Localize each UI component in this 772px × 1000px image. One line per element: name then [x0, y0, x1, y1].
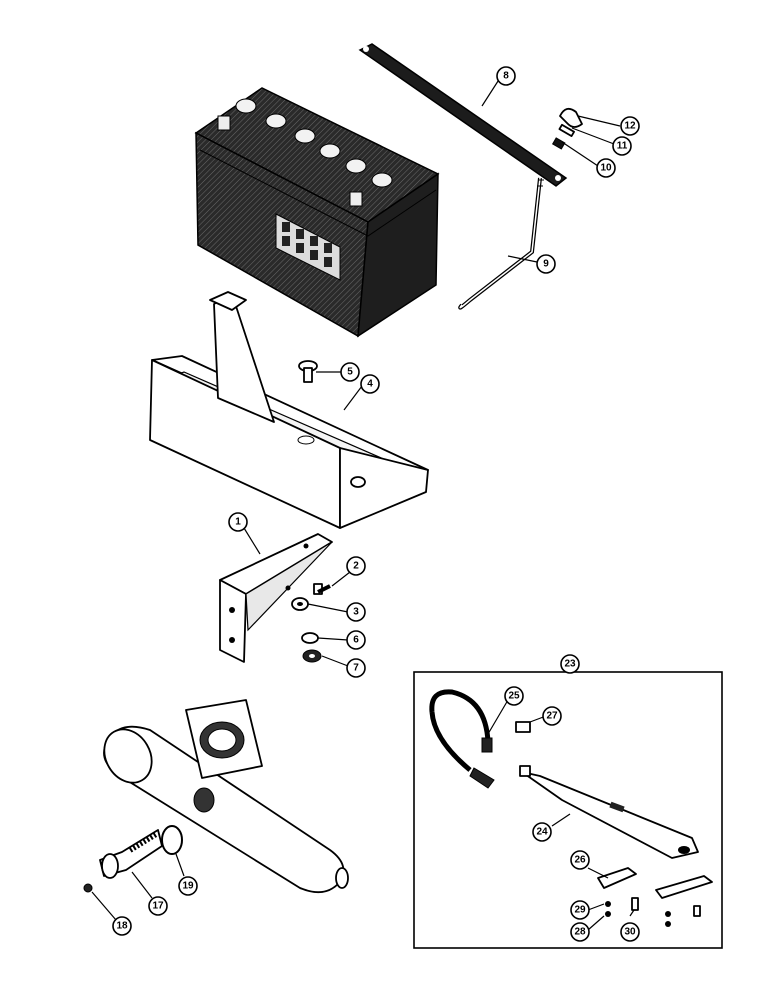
callout-30: 30	[620, 922, 640, 942]
callout-label: 29	[574, 905, 586, 916]
callout-label: 18	[116, 921, 128, 932]
callout-29: 29	[570, 900, 590, 920]
hex-nut-icon	[302, 649, 322, 663]
callout-3: 3	[346, 602, 366, 622]
screw-small-icon	[605, 897, 701, 927]
wing-nut-icon	[551, 107, 583, 150]
battery-icon	[194, 87, 440, 338]
callout-label: 3	[353, 607, 359, 618]
kit-box	[413, 671, 723, 949]
callout-label: 6	[353, 635, 359, 646]
callout-18: 18	[112, 916, 132, 936]
callout-4: 4	[360, 374, 380, 394]
mounting-bracket-icon	[219, 533, 333, 663]
callout-28: 28	[570, 922, 590, 942]
callout-label: 1	[235, 517, 241, 528]
callout-2: 2	[346, 556, 366, 576]
callout-9: 9	[536, 254, 556, 274]
callout-27: 27	[542, 706, 562, 726]
callout-11: 11	[612, 136, 632, 156]
callout-26: 26	[570, 850, 590, 870]
callout-label: 19	[182, 881, 194, 892]
callout-label: 30	[624, 927, 636, 938]
callout-label: 27	[546, 711, 558, 722]
callout-17: 17	[148, 896, 168, 916]
callout-label: 24	[536, 827, 548, 838]
callout-1: 1	[228, 512, 248, 532]
ground-strap-icon	[519, 765, 699, 859]
battery-tray-icon	[149, 291, 429, 529]
cap-screw-icon	[298, 360, 318, 383]
callout-7: 7	[346, 658, 366, 678]
callout-label: 23	[564, 659, 576, 670]
callout-24: 24	[532, 822, 552, 842]
hold-down-bar-icon	[358, 43, 568, 187]
callout-label: 2	[353, 561, 359, 572]
callout-label: 11	[617, 141, 628, 152]
callout-label: 10	[600, 163, 612, 174]
strap-bracket-icon	[597, 867, 713, 899]
callout-label: 28	[574, 927, 586, 938]
callout-label: 25	[508, 691, 520, 702]
callout-12: 12	[620, 116, 640, 136]
callout-6: 6	[346, 630, 366, 650]
callout-10: 10	[596, 158, 616, 178]
callout-19: 19	[178, 876, 198, 896]
cap-screw-small-icon	[313, 583, 331, 595]
callout-5: 5	[340, 362, 360, 382]
nut-small-icon	[83, 883, 93, 893]
callout-label: 8	[503, 71, 509, 82]
callout-23: 23	[560, 654, 580, 674]
callout-8: 8	[496, 66, 516, 86]
callout-label: 26	[574, 855, 586, 866]
clip-icon	[515, 721, 531, 733]
callout-label: 17	[152, 901, 164, 912]
water-manifold-icon	[103, 699, 349, 894]
callout-label: 9	[543, 259, 549, 270]
battery-cable-icon	[429, 689, 495, 789]
callout-label: 5	[347, 367, 353, 378]
callout-label: 7	[353, 663, 359, 674]
gasket-icon	[161, 825, 183, 855]
temperature-sending-unit-icon	[99, 829, 163, 879]
callout-label: 12	[624, 121, 636, 132]
j-bolt-icon	[458, 177, 544, 310]
callout-label: 4	[367, 379, 373, 390]
callout-25: 25	[504, 686, 524, 706]
leader-lines	[91, 77, 635, 931]
